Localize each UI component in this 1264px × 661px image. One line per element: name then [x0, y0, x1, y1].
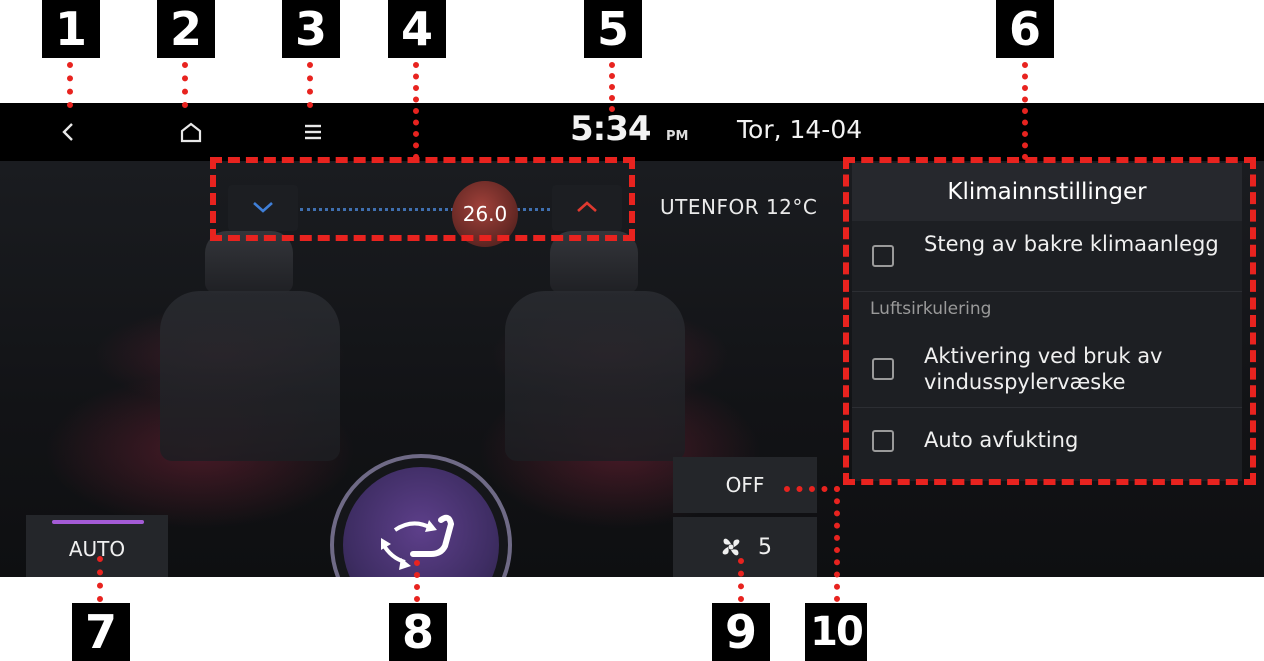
temp-value: 26.0	[462, 202, 508, 226]
callout-box-4	[210, 157, 635, 241]
chevron-down-icon	[251, 199, 275, 218]
callout-line-5	[609, 62, 615, 112]
temp-up-button[interactable]	[552, 185, 622, 231]
callout-line-3	[307, 62, 313, 108]
callout-1: 1	[42, 0, 100, 58]
airflow-mode-icon	[371, 508, 471, 577]
option-rear-climate-off[interactable]: Steng av bakre klimaanlegg	[852, 221, 1242, 292]
callout-line-8	[414, 560, 420, 602]
callout-line-6	[1022, 62, 1028, 160]
clock-time: 5:34	[570, 109, 652, 149]
temp-slider-track[interactable]	[300, 208, 550, 211]
option-label: Steng av bakre klimaanlegg	[924, 232, 1219, 256]
panel-title: Klimainnstillinger	[852, 163, 1242, 221]
checkbox-auto-dehumidify[interactable]	[872, 430, 894, 452]
callout-line-9	[738, 558, 744, 602]
callout-4: 4	[388, 0, 446, 58]
auto-button[interactable]: AUTO	[26, 515, 168, 577]
callout-2: 2	[157, 0, 215, 58]
front-right-headrest	[550, 231, 638, 293]
auto-indicator	[52, 520, 144, 524]
callout-line-1	[67, 62, 73, 108]
option-auto-dehumidify[interactable]: Auto avfukting	[852, 407, 1242, 475]
callout-line-10-horizontal	[784, 486, 840, 492]
back-chevron-icon[interactable]	[48, 113, 88, 151]
callout-5: 5	[584, 0, 642, 58]
option-label: Aktivering ved bruk av vindusspylervæske	[924, 344, 1163, 394]
callout-9: 9	[712, 603, 770, 661]
callout-line-10	[834, 486, 840, 602]
temp-down-button[interactable]	[228, 185, 298, 231]
callout-6: 6	[996, 0, 1054, 58]
callout-8: 8	[389, 603, 447, 661]
front-right-seat	[505, 291, 685, 461]
callout-line-4	[413, 62, 419, 160]
callout-7: 7	[72, 603, 130, 661]
menu-icon[interactable]	[293, 113, 333, 151]
climate-settings-panel: Klimainnstillinger Steng av bakre klimaa…	[852, 163, 1242, 481]
option-label: Auto avfukting	[924, 428, 1079, 452]
callout-10: 10	[805, 603, 867, 661]
outside-temperature: UTENFOR 12°C	[660, 195, 818, 219]
checkbox-rear-climate-off[interactable]	[872, 245, 894, 267]
top-bar: 5:34 PM Tor, 14-04	[0, 103, 1264, 161]
front-left-seat	[160, 291, 340, 461]
option-washer-fluid-activation[interactable]: Aktivering ved bruk av vindusspylervæske	[852, 331, 1242, 408]
date-display: Tor, 14-04	[737, 115, 863, 144]
callout-line-2	[182, 62, 188, 108]
chevron-up-icon	[575, 199, 599, 218]
front-left-headrest	[205, 231, 293, 293]
checkbox-washer-fluid-activation[interactable]	[872, 358, 894, 380]
section-label-air-circulation: Luftsirkulering	[870, 299, 992, 319]
fan-icon	[718, 534, 744, 560]
callout-box-6	[843, 157, 1256, 485]
off-label: OFF	[725, 473, 765, 497]
home-icon[interactable]	[171, 113, 211, 151]
fan-speed-button[interactable]: 5	[673, 517, 817, 577]
callout-3: 3	[282, 0, 340, 58]
clock-ampm: PM	[666, 129, 689, 144]
callout-line-7	[97, 556, 103, 602]
off-button[interactable]: OFF	[673, 457, 817, 513]
fan-speed-value: 5	[758, 534, 772, 560]
